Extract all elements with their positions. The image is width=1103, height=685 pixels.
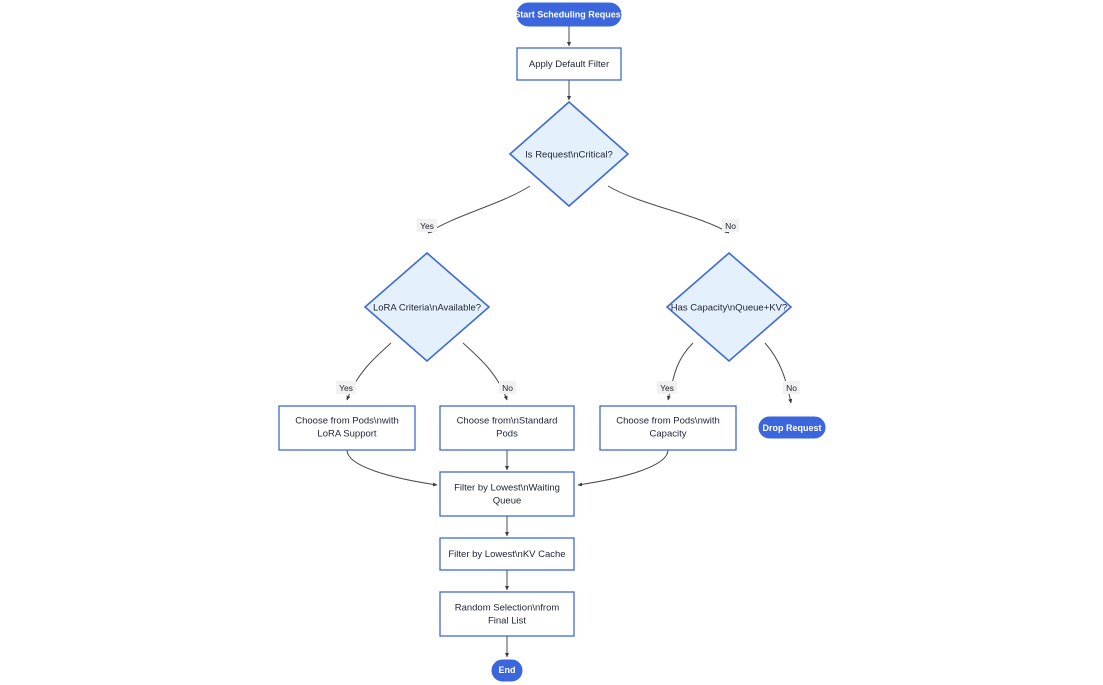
node-random-selection[interactable]: Random Selection\nfrom Final List — [439, 591, 575, 637]
node-start-shape[interactable] — [516, 2, 622, 27]
node-drop-request-label: Drop Request — [762, 423, 821, 433]
edge-pods-lora-to-filter-queue — [346, 449, 438, 487]
node-choose-pods-lora-label-line1: Choose from Pods\nwith — [295, 416, 399, 427]
edge-label-text: Yes — [660, 383, 674, 393]
edges-layer — [346, 26, 793, 658]
node-filter-kv-cache-shape[interactable] — [439, 537, 575, 571]
node-is-request-critical-shape[interactable] — [508, 100, 630, 208]
node-is-request-critical-label: Is Request\nCritical? — [525, 150, 613, 161]
edge-label-is-critical-no: No — [722, 219, 739, 232]
node-choose-pods-capacity-label-line1: Choose from Pods\nwith — [616, 416, 720, 427]
edge-is-critical-to-has-capacity — [607, 185, 730, 234]
edge-label-bg — [783, 381, 800, 394]
node-random-selection-shape[interactable] — [439, 591, 575, 637]
node-end-shape[interactable] — [491, 659, 523, 682]
edge-label-bg — [417, 219, 437, 232]
node-random-selection-label-line1: Random Selection\nfrom — [455, 603, 560, 614]
node-apply-default-filter-shape[interactable] — [516, 47, 622, 81]
edge-label-bg — [499, 381, 516, 394]
edge-label-bg — [657, 381, 677, 394]
node-apply-default-filter-label: Apply Default Filter — [529, 59, 609, 70]
node-choose-pods-capacity[interactable]: Choose from Pods\nwith Capacity — [599, 405, 737, 451]
node-choose-standard-pods-label-line2: Pods — [496, 429, 518, 440]
node-lora-criteria-available-label: LoRA Criteria\nAvailable? — [373, 303, 481, 314]
node-filter-waiting-queue[interactable]: Filter by Lowest\nWaiting Queue — [439, 471, 575, 517]
node-choose-standard-pods-shape[interactable] — [439, 405, 575, 451]
node-start[interactable]: Start Scheduling Request — [514, 2, 624, 27]
edge-label-is-critical-yes: Yes — [417, 219, 437, 232]
edge-labels-layer: Yes No Yes No Yes No — [336, 219, 800, 394]
node-end-label: End — [499, 665, 516, 675]
node-choose-pods-capacity-shape[interactable] — [599, 405, 737, 451]
node-has-capacity-queue-kv-label: Has Capacity\nQueue+KV? — [671, 303, 787, 314]
edge-label-text: Yes — [339, 383, 353, 393]
edge-label-bg — [336, 381, 356, 394]
edge-label-capacity-yes: Yes — [657, 381, 677, 394]
node-has-capacity-queue-kv[interactable]: Has Capacity\nQueue+KV? — [665, 251, 793, 363]
node-choose-standard-pods[interactable]: Choose from\nStandard Pods — [439, 405, 575, 451]
node-is-request-critical[interactable]: Is Request\nCritical? — [508, 100, 630, 208]
node-has-capacity-queue-kv-shape[interactable] — [665, 251, 793, 363]
edge-label-bg — [722, 219, 739, 232]
node-filter-waiting-queue-label-line2: Queue — [493, 496, 522, 507]
node-lora-criteria-available[interactable]: LoRA Criteria\nAvailable? — [363, 251, 491, 363]
node-filter-waiting-queue-shape[interactable] — [439, 471, 575, 517]
node-filter-kv-cache-label: Filter by Lowest\nKV Cache — [448, 549, 565, 560]
node-end[interactable]: End — [491, 659, 523, 682]
edge-has-capacity-to-drop-request — [764, 342, 793, 404]
node-filter-waiting-queue-label-line1: Filter by Lowest\nWaiting — [454, 483, 560, 494]
node-start-label: Start Scheduling Request — [514, 9, 624, 19]
node-choose-pods-lora[interactable]: Choose from Pods\nwith LoRA Support — [278, 405, 416, 451]
node-choose-pods-lora-shape[interactable] — [278, 405, 416, 451]
edge-label-text: No — [502, 383, 513, 393]
node-drop-request[interactable]: Drop Request — [758, 416, 826, 439]
edge-is-critical-to-lora-criteria — [427, 185, 531, 234]
node-choose-pods-capacity-label-line2: Capacity — [650, 429, 687, 440]
node-filter-kv-cache[interactable]: Filter by Lowest\nKV Cache — [439, 537, 575, 571]
edge-label-text: Yes — [420, 221, 434, 231]
edge-pods-capacity-to-filter-queue — [577, 449, 669, 487]
edge-label-text: No — [725, 221, 736, 231]
node-choose-standard-pods-label-line1: Choose from\nStandard — [457, 416, 558, 427]
edge-label-capacity-no: No — [783, 381, 800, 394]
node-drop-request-shape[interactable] — [758, 416, 826, 439]
edge-label-text: No — [786, 383, 797, 393]
edge-label-lora-yes: Yes — [336, 381, 356, 394]
node-lora-criteria-available-shape[interactable] — [363, 251, 491, 363]
node-choose-pods-lora-label-line2: LoRA Support — [317, 429, 377, 440]
edge-label-lora-no: No — [499, 381, 516, 394]
node-apply-default-filter[interactable]: Apply Default Filter — [516, 47, 622, 81]
node-random-selection-label-line2: Final List — [488, 616, 526, 627]
